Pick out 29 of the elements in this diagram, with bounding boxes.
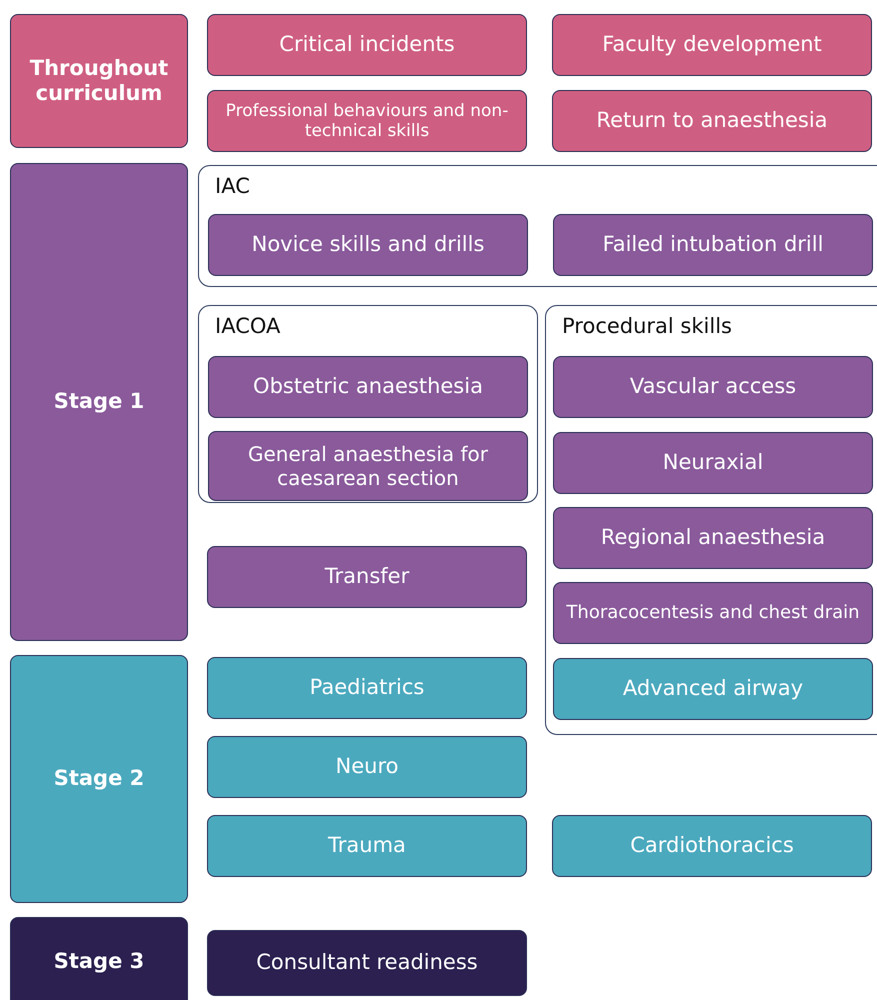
group-heading: Procedural skills (562, 314, 732, 338)
stage-box: Throughout curriculum (10, 14, 188, 148)
topic-box: Neuraxial (553, 432, 873, 494)
topic-box: Trauma (207, 815, 527, 877)
group-heading: IACOA (215, 314, 280, 338)
topic-box: Advanced airway (553, 658, 873, 720)
topic-box: Consultant readiness (207, 930, 527, 996)
topic-box: Paediatrics (207, 657, 527, 719)
topic-box: Critical incidents (207, 14, 527, 76)
stage-box: Stage 2 (10, 655, 188, 903)
topic-box: General anaesthesia for caesarean section (208, 431, 528, 501)
topic-box: Regional anaesthesia (553, 507, 873, 569)
topic-box: Neuro (207, 736, 527, 798)
stage-box: Stage 1 (10, 163, 188, 641)
topic-box: Vascular access (553, 356, 873, 418)
group-heading: IAC (215, 174, 250, 198)
group-frame (198, 165, 877, 287)
group-frame (545, 305, 877, 735)
topic-box: Professional behaviours and non-technical skills (207, 90, 527, 152)
topic-box: Transfer (207, 546, 527, 608)
topic-box: Return to anaesthesia (552, 90, 872, 152)
topic-box: Cardiothoracics (552, 815, 872, 877)
topic-box: Obstetric anaesthesia (208, 356, 528, 418)
topic-box: Faculty development (552, 14, 872, 76)
stage-box: Stage 3 (10, 917, 188, 1000)
topic-box: Failed intubation drill (553, 214, 873, 276)
topic-box: Thoracocentesis and chest drain (553, 582, 873, 644)
group-frame (198, 305, 538, 503)
topic-box: Novice skills and drills (208, 214, 528, 276)
